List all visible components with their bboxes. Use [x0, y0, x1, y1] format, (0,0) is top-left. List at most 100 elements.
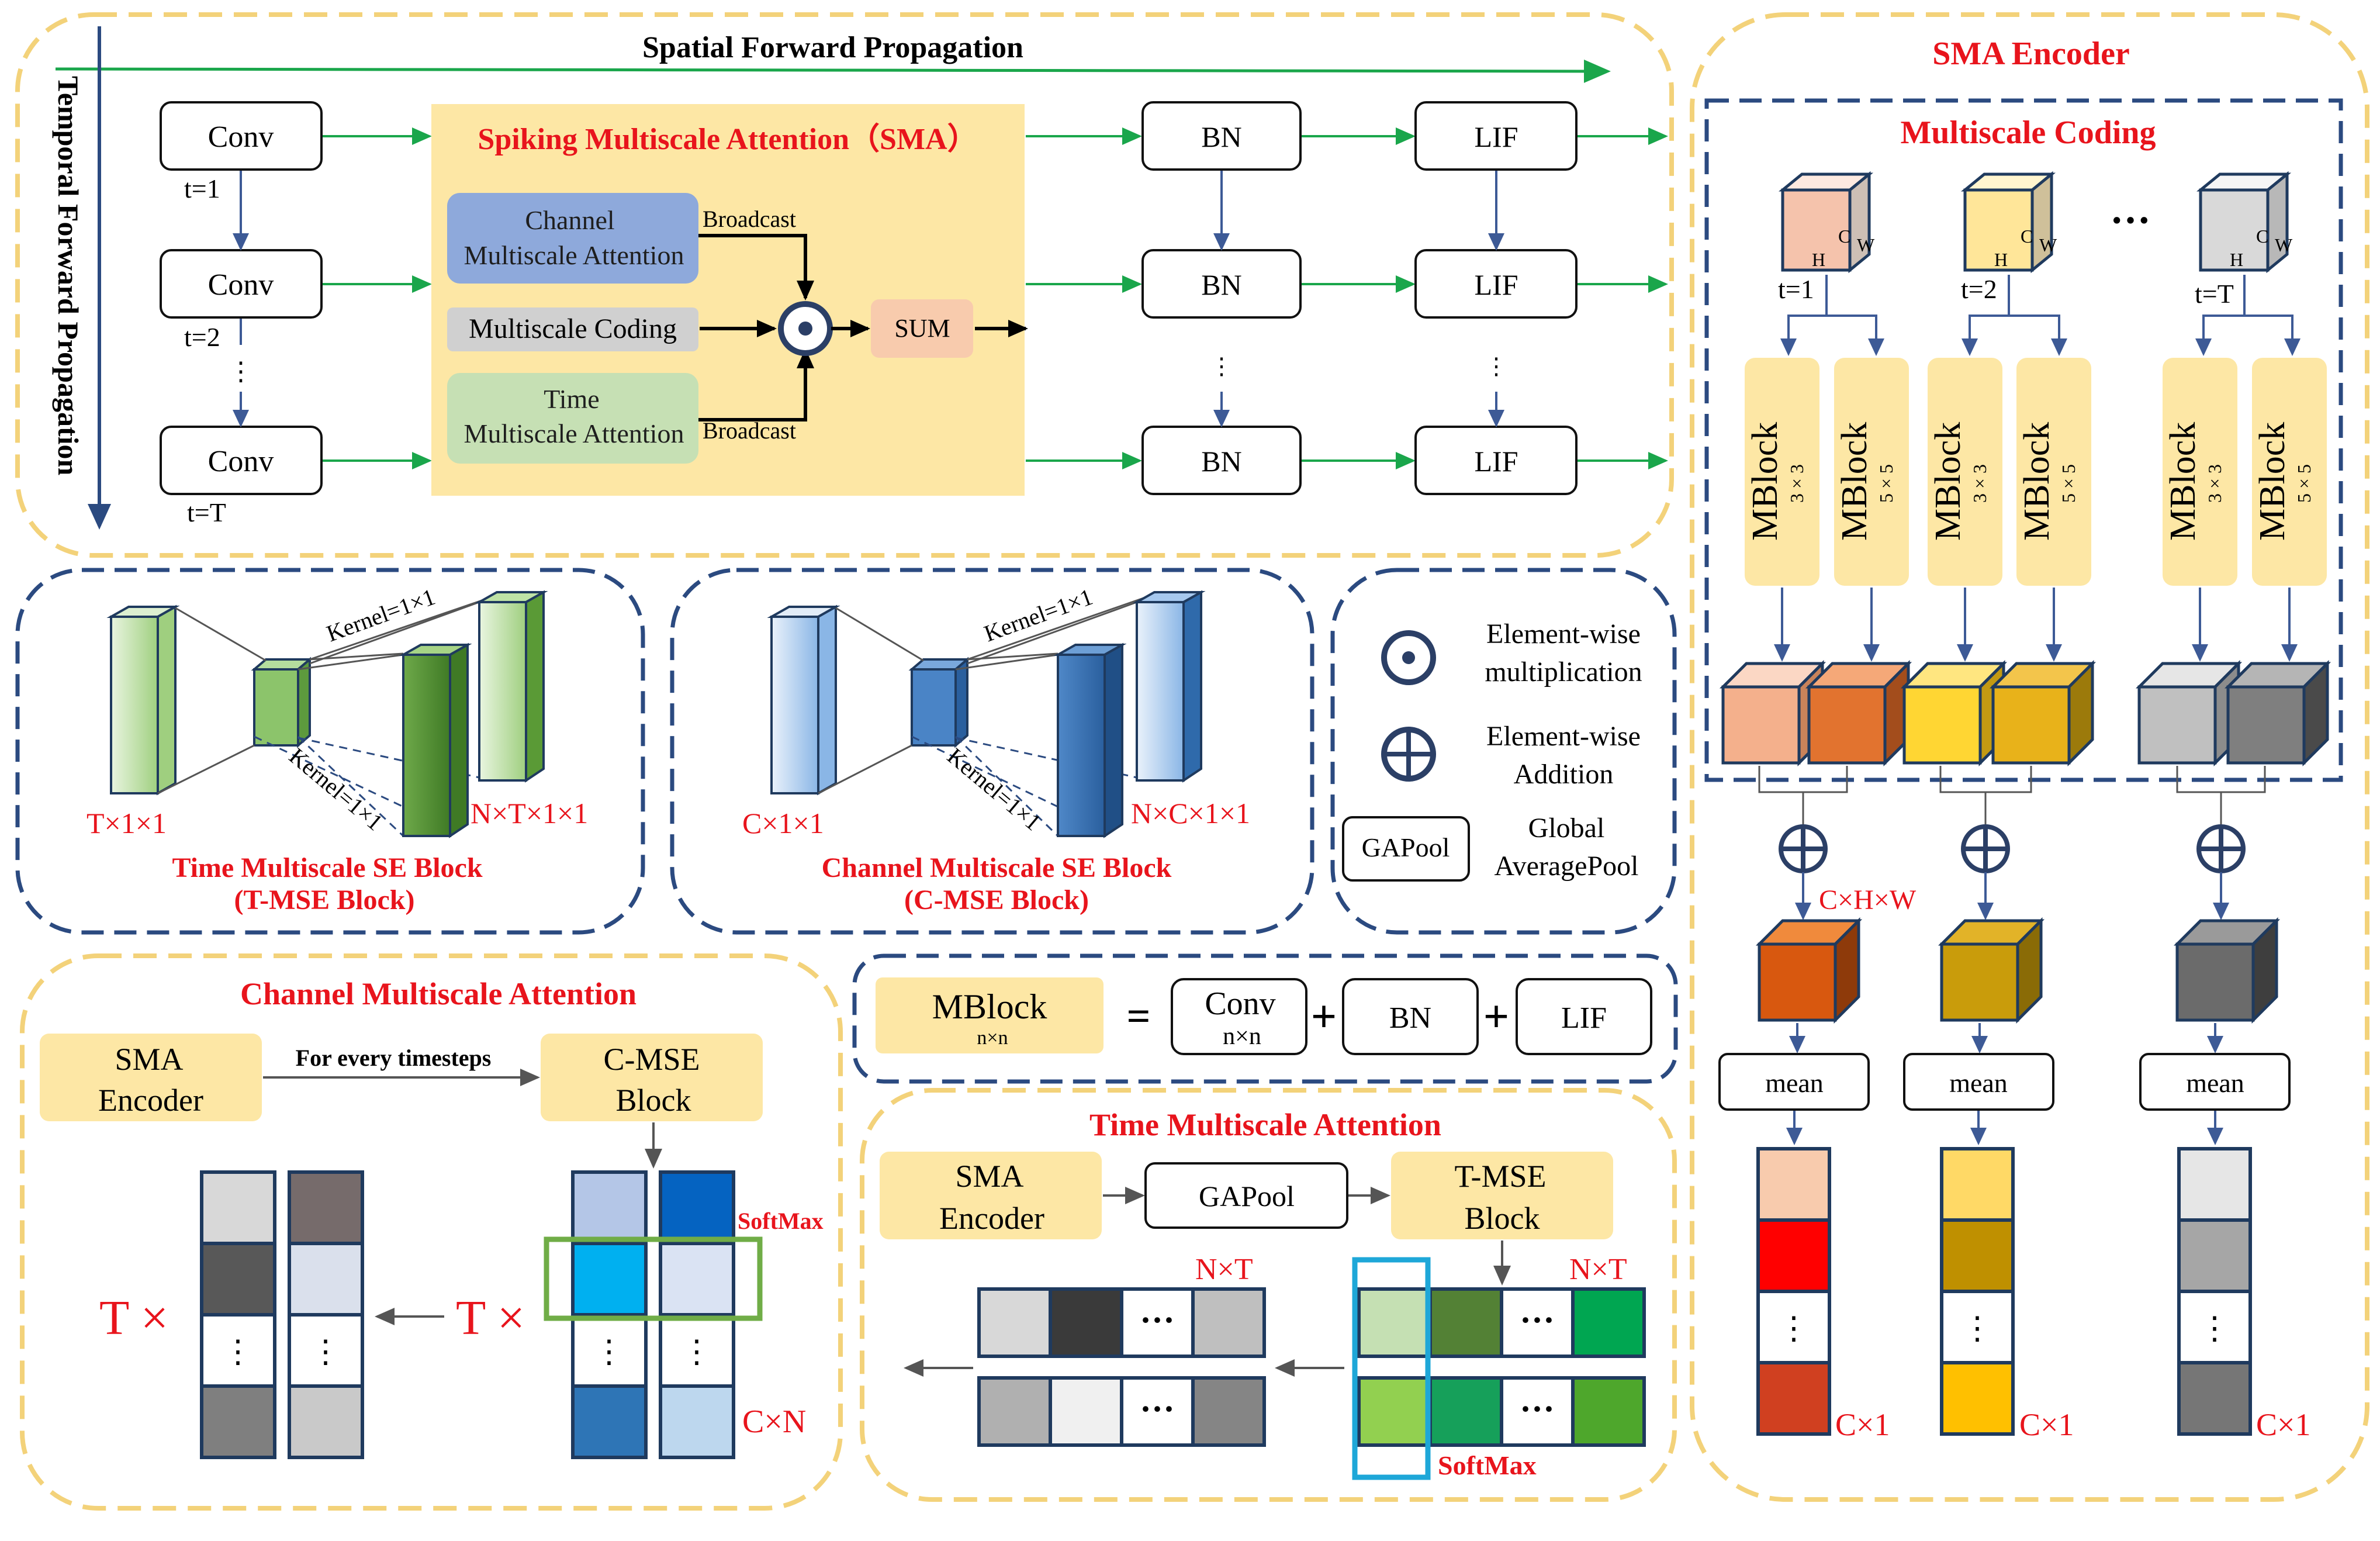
mblock-eq-sub: n×n: [977, 1027, 1008, 1049]
mblock-2: MBlock: [1835, 422, 1874, 541]
output-column-2: [1940, 1147, 2015, 1436]
cma-softmax-highlight: [544, 1236, 763, 1321]
enc-ellipsis: ···: [2110, 198, 2151, 243]
tma-nt-left: N×T: [1195, 1253, 1253, 1286]
conv-box-t1: [160, 101, 323, 171]
tma-blk1: T-MSE: [1454, 1159, 1546, 1194]
cmse-title2: (C-MSE Block): [904, 884, 1089, 915]
cma-encoder-box: [40, 1034, 262, 1121]
cmse-out-label: N×C×1×1: [1131, 797, 1250, 830]
mblock-eq-plus2: +: [1483, 991, 1509, 1042]
spatial-axis: Spatial Forward Propagation: [55, 31, 1611, 83]
conv-vdots: ⋮: [228, 357, 254, 386]
tmse-title2: (T-MSE Block): [234, 884, 415, 915]
cma-blk2: Block: [616, 1083, 691, 1118]
input-cube-t2: [1960, 171, 2056, 274]
encoder-title: SMA Encoder: [1932, 36, 2130, 72]
temporal-axis: Temporal Forward Propagation: [52, 26, 111, 530]
mblock-eq-conv-box: [1171, 978, 1307, 1055]
coding-box: [447, 307, 698, 351]
svg-text:3 × 3: 3 × 3: [1786, 464, 1807, 503]
enc-tT: t=T: [2195, 279, 2234, 309]
svg-text:W: W: [2039, 234, 2057, 255]
svg-text:⋮: ⋮: [1778, 1311, 1810, 1346]
tma-tmse-box: [1391, 1152, 1613, 1239]
cma-t-times-right: T ×: [456, 1291, 525, 1345]
tma-softmax: SoftMax: [1438, 1450, 1537, 1480]
channel-line2: Multiscale Attention: [464, 240, 684, 270]
time-line2: Multiscale Attention: [464, 419, 684, 448]
mean-label-3: mean: [2186, 1068, 2244, 1098]
mblock-1: MBlock: [1745, 422, 1785, 541]
mblock-eq-plus1: +: [1311, 991, 1337, 1042]
tma-right-grid: [1357, 1287, 1646, 1447]
mblock-4: MBlock: [2017, 422, 2057, 541]
svg-text:⋮: ⋮: [310, 1334, 341, 1369]
tmse-kernel-bottom: Kernel=1×1: [284, 742, 388, 835]
sma-to-bn-arrows: [1026, 127, 1142, 469]
cma-section: Channel Multiscale Attention SMA Encoder…: [40, 976, 824, 1459]
tmse-title1: Time Multiscale SE Block: [172, 852, 482, 883]
cmse-in-label: C×1×1: [742, 807, 824, 839]
svg-text:3 × 3: 3 × 3: [1969, 464, 1990, 503]
svg-text:C: C: [2256, 226, 2268, 247]
bn-to-lif-arrows: [1302, 127, 1416, 469]
svg-text:C: C: [1838, 226, 1850, 247]
svg-text:⋮: ⋮: [1962, 1311, 1993, 1346]
svg-text:···: ···: [1520, 1301, 1555, 1339]
encoder-section: SMA Encoder Multiscale Coding H C W H C …: [1718, 36, 2331, 1442]
legend-add1: Element-wise: [1486, 721, 1641, 752]
sma-block: Spiking Multiscale Attention（SMA） Channe…: [431, 104, 1028, 496]
mean-box-3: [2139, 1053, 2291, 1111]
legend-panel: [1330, 568, 1677, 935]
tma-enc1: SMA: [955, 1159, 1023, 1194]
broadcast-top: Broadcast: [703, 206, 796, 232]
conv-label-t2: Conv: [208, 268, 274, 302]
svg-text:⋮: ⋮: [593, 1334, 625, 1369]
encoder-panel: [1690, 12, 2369, 1502]
cma-left-matrix: [200, 1170, 364, 1459]
cmse-title1: Channel Multiscale SE Block: [822, 852, 1172, 883]
tma-enc2: Encoder: [939, 1201, 1044, 1236]
legend-mult1: Element-wise: [1486, 619, 1641, 649]
c1-label-1: C×1: [1835, 1407, 1890, 1442]
cma-blk1: C-MSE: [603, 1042, 700, 1077]
svg-text:⋮: ⋮: [1210, 353, 1233, 379]
cma-panel: [20, 953, 843, 1511]
sum-label: SUM: [894, 314, 950, 343]
output-column-3: [2177, 1147, 2252, 1436]
time-attention-box: [447, 373, 698, 464]
cmse-panel: [670, 568, 1314, 935]
cma-t-times-left: T ×: [99, 1291, 168, 1345]
svg-text:5 × 5: 5 × 5: [2293, 464, 2315, 503]
mblock-5: MBlock: [2163, 422, 2203, 541]
tma-title: Time Multiscale Attention: [1089, 1107, 1441, 1142]
cmse-block: Kernel=1×1 Kernel=1×1 C×1×1 N×C×1×1 Chan…: [742, 583, 1250, 915]
mblock-eq-bn: BN: [1389, 1001, 1431, 1035]
svg-text:···: ···: [1140, 1390, 1175, 1428]
mblock-eq-label: MBlock: [932, 987, 1047, 1026]
tma-softmax-highlight: [1352, 1257, 1431, 1480]
channel-attention-box: [447, 193, 698, 284]
legend-mult2: multiplication: [1485, 657, 1642, 687]
containers: [15, 12, 2369, 1511]
t1-label: t=1: [184, 174, 220, 203]
conv-label-t1: Conv: [208, 120, 274, 154]
mblock-eq-conv-sub: n×n: [1223, 1023, 1261, 1050]
bn-label-t1: BN: [1201, 120, 1241, 153]
mblock-equation: MBlock n×n = Conv n×n + BN + LIF: [876, 977, 1652, 1055]
mean-box-1: [1718, 1053, 1870, 1111]
input-cube-tT: [2196, 171, 2292, 274]
cma-title: Channel Multiscale Attention: [240, 976, 636, 1011]
cma-right-matrix: [571, 1170, 735, 1459]
mblock-3: MBlock: [1928, 422, 1968, 541]
enc-t2: t=2: [1961, 274, 1997, 304]
mblock-pillars: [1745, 358, 2327, 586]
svg-text:H: H: [1812, 249, 1825, 270]
gap-legend-box: [1342, 816, 1470, 882]
mblock-6: MBlock: [2253, 422, 2292, 541]
conv-to-sma-arrows: [323, 127, 432, 469]
tma-encoder-box: [880, 1152, 1102, 1239]
tmse-panel: [15, 568, 645, 935]
